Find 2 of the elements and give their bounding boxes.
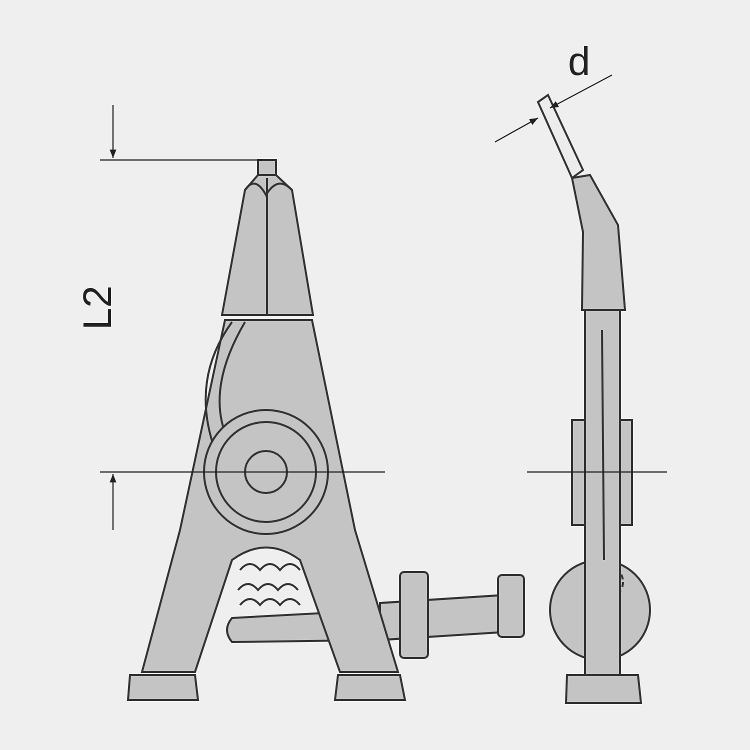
dimension-label: d [568,42,590,82]
dimension-label: L2 [78,286,118,330]
